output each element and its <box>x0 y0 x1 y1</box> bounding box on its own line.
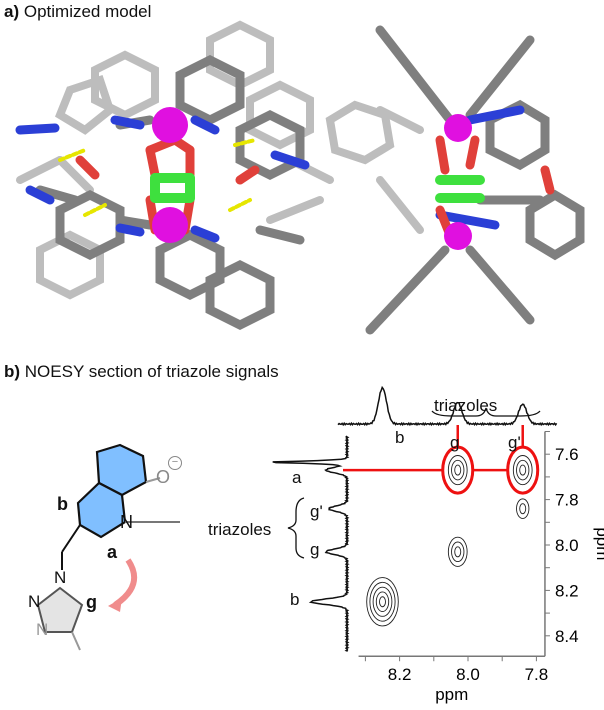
left-peak-label-g: g <box>310 540 320 559</box>
panel-a-heading: a) Optimized model <box>4 2 151 22</box>
contour-b <box>366 577 399 627</box>
top-peak-label-g-prime: g' <box>508 433 521 452</box>
y-tick-label: 7.6 <box>555 445 579 464</box>
molecular-model-front <box>15 20 334 331</box>
contour-b <box>375 591 390 613</box>
contour-b <box>372 586 393 617</box>
proton-a-label: a <box>107 542 118 562</box>
top-triazoles-label: triazoles <box>434 396 498 415</box>
top-triazoles-brace <box>431 407 541 417</box>
contour-g-a <box>454 464 462 476</box>
contour-g-a <box>447 455 468 486</box>
y-tick-label: 8.2 <box>555 581 579 600</box>
contour-g <box>454 546 462 558</box>
panel-b-heading: b) NOESY section of triazole signals <box>4 362 279 382</box>
highlight-circle <box>506 445 540 495</box>
contour-g' <box>516 498 530 519</box>
contour-g <box>447 536 468 567</box>
left-peak-label-g-prime: g' <box>310 502 323 521</box>
contour-g'-a <box>516 459 530 481</box>
panel-b-title: NOESY section of triazole signals <box>24 362 279 381</box>
molecular-model-side <box>325 25 585 335</box>
ring-nitrogen-label: N <box>120 512 133 532</box>
y-axis-label: ppm <box>593 527 604 560</box>
x-axis-label: ppm <box>435 685 468 704</box>
left-peak-label-b: b <box>290 590 300 609</box>
contour-g'-a <box>519 464 527 476</box>
left-projection-spectrum <box>272 435 350 652</box>
contour-b <box>379 596 386 608</box>
x-tick-label: 8.2 <box>388 665 412 684</box>
triazole-n1-label: N <box>54 568 67 587</box>
left-peak-label-a: a <box>292 468 302 487</box>
top-peak-label-g: g <box>450 433 460 452</box>
contour-g-a <box>451 459 465 481</box>
panel-a-title: Optimized model <box>23 2 152 21</box>
top-peak-label-b: b <box>395 428 405 447</box>
left-triazoles-label: triazoles <box>208 520 272 539</box>
proton-b-label: b <box>57 494 68 514</box>
molecular-model-views <box>15 20 585 335</box>
contour-g' <box>519 503 527 515</box>
triazole-n2-label: N <box>28 592 41 611</box>
panel-b-letter: b) <box>4 362 21 381</box>
triazole-n3-label: N <box>36 620 49 639</box>
contour-g <box>451 541 465 563</box>
highlight-circle <box>441 445 475 495</box>
oxygen-label: O <box>156 467 171 487</box>
panel-a-letter: a) <box>4 2 20 21</box>
y-tick-label: 7.8 <box>555 491 579 510</box>
x-tick-label: 8.0 <box>456 665 480 684</box>
x-tick-label: 7.8 <box>525 665 549 684</box>
left-triazoles-brace <box>287 497 305 559</box>
proton-g-label: g <box>86 592 97 612</box>
contour-g'-a <box>512 455 533 486</box>
negative-charge-icon: − <box>168 456 182 470</box>
y-tick-label: 8.0 <box>555 536 579 555</box>
top-projection-spectrum <box>337 385 558 427</box>
contour-b <box>369 581 396 622</box>
y-tick-label: 8.4 <box>555 627 579 646</box>
